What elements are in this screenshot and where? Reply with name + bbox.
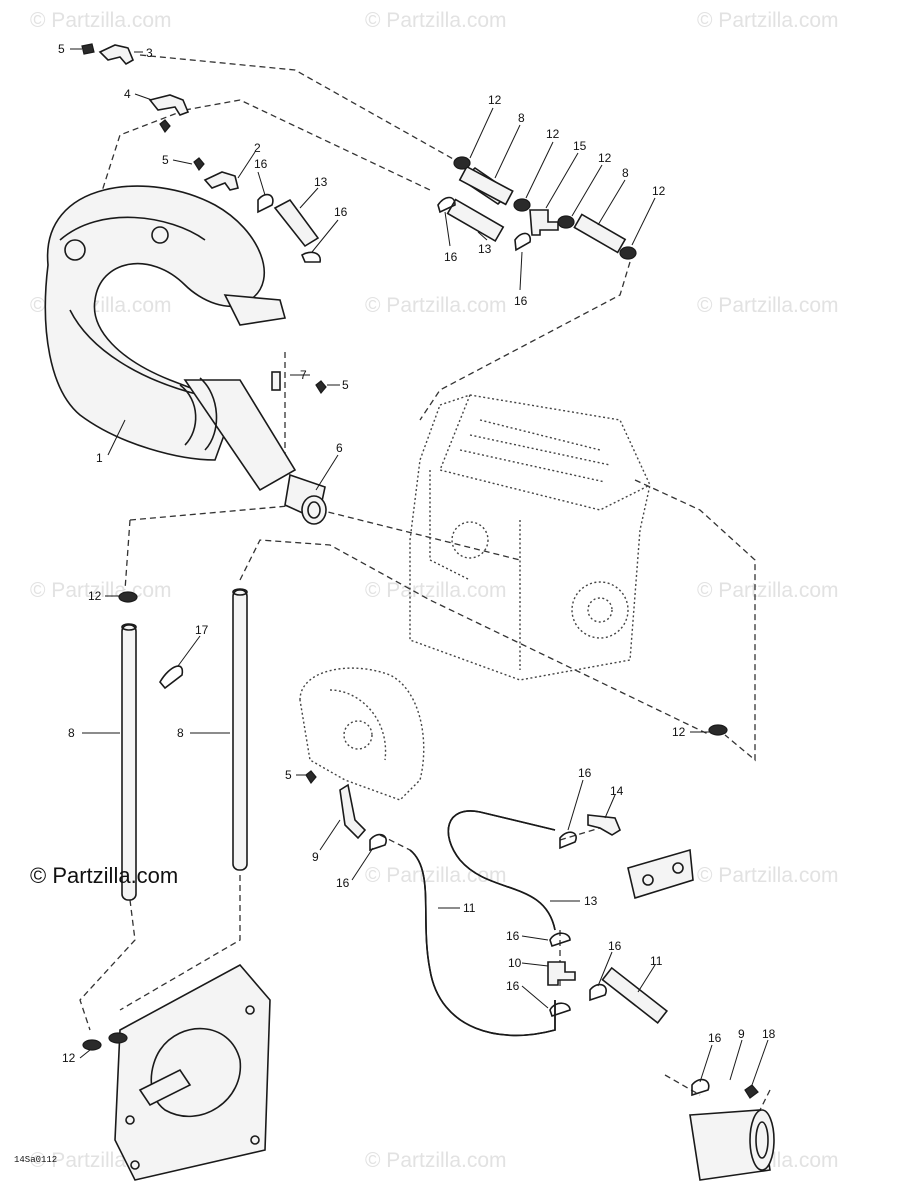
callout-17: 17 bbox=[195, 623, 209, 637]
watermark-layer: © Partzilla.com © Partzilla.com © Partzi… bbox=[30, 9, 839, 1172]
watermark: © Partzilla.com bbox=[697, 864, 839, 887]
watermark: © Partzilla.com bbox=[365, 1149, 507, 1172]
hose-cluster-top-right bbox=[437, 156, 637, 260]
callout-4: 4 bbox=[124, 87, 131, 101]
watermark: © Partzilla.com bbox=[365, 579, 507, 602]
hose-13-top bbox=[273, 198, 320, 248]
callout-12: 12 bbox=[62, 1051, 76, 1065]
callout-3: 3 bbox=[146, 46, 153, 60]
callout-11: 11 bbox=[650, 954, 663, 968]
watermark: © Partzilla.com bbox=[697, 9, 839, 32]
callout-5: 5 bbox=[58, 42, 65, 56]
callout-14: 14 bbox=[610, 784, 624, 798]
elbow-fittings bbox=[81, 43, 367, 840]
callout-5: 5 bbox=[342, 378, 349, 392]
callout-13: 13 bbox=[478, 242, 492, 256]
callout-12: 12 bbox=[652, 184, 666, 198]
bailer-filter bbox=[689, 1078, 775, 1181]
callout-16: 16 bbox=[708, 1031, 722, 1045]
watermark: © Partzilla.com bbox=[365, 864, 507, 887]
callout-5: 5 bbox=[162, 153, 169, 167]
leader-lines bbox=[70, 48, 769, 1086]
callout-12: 12 bbox=[488, 93, 502, 107]
copyright-notice: © Partzilla.com bbox=[30, 863, 178, 888]
callout-12: 12 bbox=[88, 589, 102, 603]
callout-18: 18 bbox=[762, 1027, 776, 1041]
watermark: © Partzilla.com bbox=[697, 294, 839, 317]
callout-8: 8 bbox=[622, 166, 629, 180]
callout-13: 13 bbox=[584, 894, 598, 908]
callout-5: 5 bbox=[285, 768, 292, 782]
callout-16: 16 bbox=[506, 929, 520, 943]
callout-16: 16 bbox=[334, 205, 348, 219]
callout-7: 7 bbox=[300, 368, 307, 382]
callout-16: 16 bbox=[608, 939, 622, 953]
callout-8: 8 bbox=[177, 726, 184, 740]
callout-9: 9 bbox=[738, 1027, 745, 1041]
callout-16: 16 bbox=[514, 294, 528, 308]
callout-2: 2 bbox=[254, 141, 261, 155]
watermark: © Partzilla.com bbox=[365, 294, 507, 317]
hose-clamps bbox=[257, 193, 728, 736]
watermark: © Partzilla.com bbox=[365, 9, 507, 32]
callout-12: 12 bbox=[598, 151, 612, 165]
callout-10: 10 bbox=[508, 956, 522, 970]
watermark: © Partzilla.com bbox=[30, 9, 172, 32]
long-hoses bbox=[118, 588, 248, 901]
exhaust-pipe-assembly bbox=[44, 185, 327, 525]
engine-outline bbox=[409, 394, 651, 681]
callout-12: 12 bbox=[672, 725, 686, 739]
callout-9: 9 bbox=[312, 850, 319, 864]
callout-16: 16 bbox=[336, 876, 350, 890]
watermark: © Partzilla.com bbox=[697, 579, 839, 602]
callout-12: 12 bbox=[546, 127, 560, 141]
callout-16: 16 bbox=[254, 157, 268, 171]
callout-11: 11 bbox=[463, 901, 476, 915]
callout-13: 13 bbox=[314, 175, 328, 189]
ride-plate bbox=[82, 963, 271, 1181]
callout-15: 15 bbox=[573, 139, 587, 153]
pump-housing-outline bbox=[299, 667, 425, 801]
callout-8: 8 bbox=[68, 726, 75, 740]
hoses-lower-center bbox=[369, 810, 669, 1037]
callout-1: 1 bbox=[96, 451, 103, 465]
callout-numbers: 5 3 4 5 2 16 13 16 12 8 12 15 12 8 12 16… bbox=[58, 42, 776, 1065]
callout-16: 16 bbox=[578, 766, 592, 780]
figure-code: 14Sa0112 bbox=[14, 1155, 57, 1165]
callout-8: 8 bbox=[518, 111, 525, 125]
callout-16: 16 bbox=[506, 979, 520, 993]
callout-16: 16 bbox=[444, 250, 458, 264]
outlet-fitting-bracket bbox=[587, 814, 694, 900]
callout-6: 6 bbox=[336, 441, 343, 455]
